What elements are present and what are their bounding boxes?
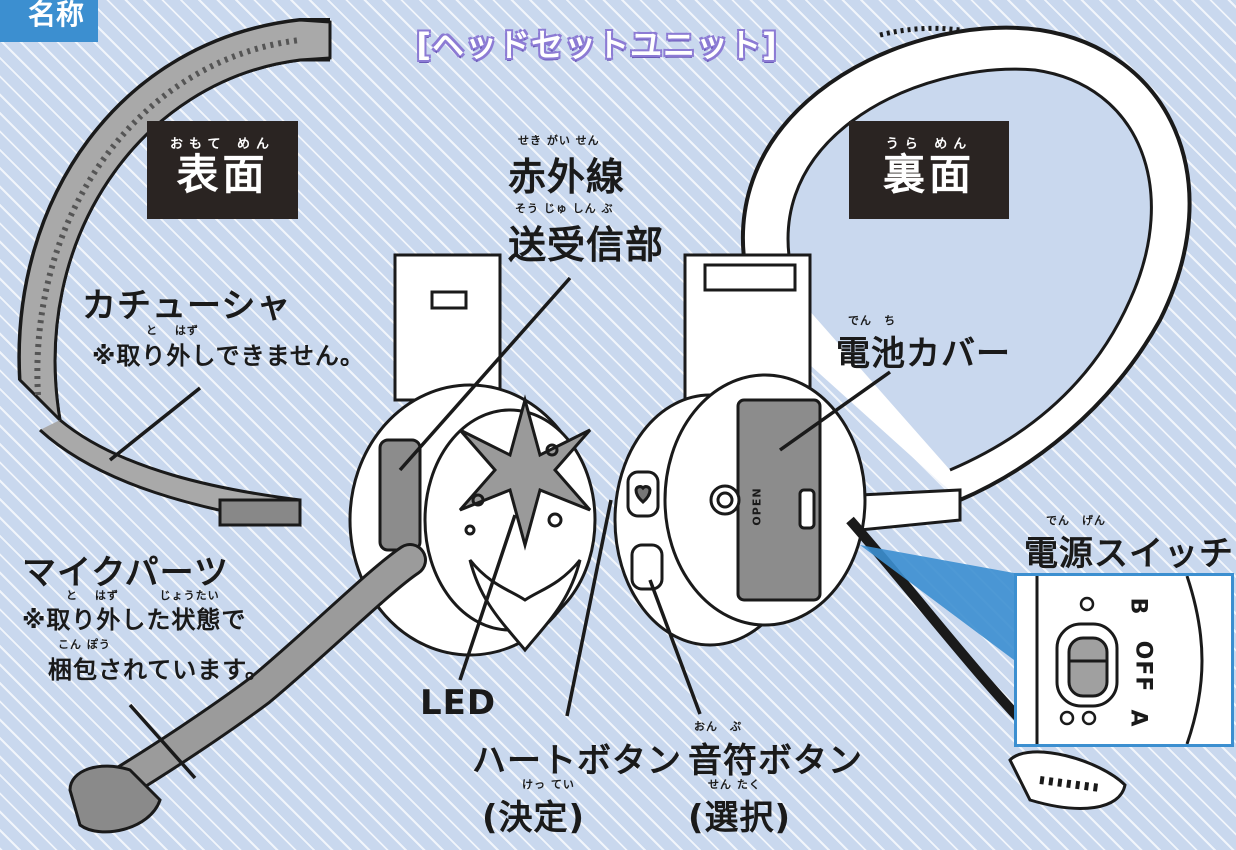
- mic-note-2: 梱包されています。: [48, 656, 270, 684]
- note-button-ruby-1: おん ぷ: [694, 720, 742, 733]
- note-button-label: 音符ボタン: [688, 741, 863, 781]
- front-label: 表面: [176, 150, 269, 199]
- power-switch-label: 電源スイッチ: [1024, 534, 1234, 574]
- led-label: LED: [420, 683, 497, 723]
- corner-tag: 名称: [0, 0, 98, 42]
- back-label: 裏面: [882, 150, 975, 199]
- front-label-box: おもて めん 表面: [147, 121, 298, 219]
- switch-label-off: OFF: [1130, 640, 1156, 693]
- ir-label-2: 送受信部: [508, 223, 665, 267]
- switch-inset-pointer: [860, 545, 1014, 660]
- ir-ruby-2: そう じゅ しん ぶ: [515, 202, 614, 215]
- headband-label: カチューシャ: [82, 286, 292, 326]
- battery-ruby: でん ち: [848, 314, 896, 327]
- heart-button-label: ハートボタン: [472, 741, 682, 781]
- note-button-sub: (選択): [688, 798, 792, 838]
- open-text: OPEN: [750, 487, 764, 526]
- mic-ruby-1: と はず じょうたい: [66, 589, 220, 602]
- heart-button-ruby: けっ てい: [522, 778, 575, 791]
- mic-label: マイクパーツ: [22, 553, 229, 593]
- back-label-box: うら めん 裏面: [849, 121, 1009, 219]
- front-headset: [17, 18, 597, 834]
- back-ruby: うら めん: [885, 137, 973, 152]
- note-button-ruby-2: せん たく: [708, 778, 761, 791]
- switch-label-b: B: [1125, 597, 1151, 616]
- battery-cover-label: 電池カバー: [836, 334, 1011, 374]
- heart-button-sub: (決定): [482, 798, 586, 838]
- switch-detail-art: [1035, 575, 1204, 745]
- switch-label-a: A: [1125, 709, 1151, 728]
- power-switch-inset: B OFF A: [1014, 573, 1234, 747]
- ir-ruby-1: せき がい せん: [518, 134, 600, 147]
- mic-ruby-2: こん ぽう: [58, 638, 111, 651]
- headband-ruby: と はず: [146, 324, 199, 337]
- callout-lines: [108, 276, 892, 780]
- front-ruby: おもて めん: [169, 137, 275, 152]
- power-switch-ruby: でん げん: [1046, 514, 1106, 527]
- mic-note-1: ※取り外した状態で: [22, 606, 247, 634]
- ir-label-1: 赤外線: [508, 155, 626, 199]
- headband-note: ※取り外しできません。: [92, 342, 365, 370]
- page-title: [ヘッドセットユニット]: [416, 26, 778, 64]
